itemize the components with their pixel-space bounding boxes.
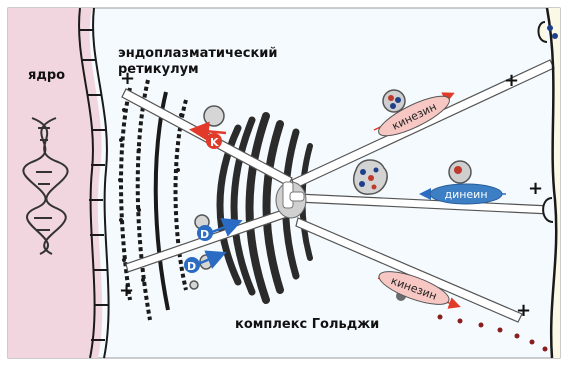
d-label-lower: D xyxy=(187,260,196,273)
centrosome xyxy=(276,182,306,218)
er-label-line1: эндоплазматический xyxy=(118,46,277,61)
dynein-label: динеин xyxy=(444,188,487,201)
cargo-blob-middle xyxy=(354,160,387,194)
nucleus-label: ядро xyxy=(28,68,65,83)
cargo-vesicle-top xyxy=(383,90,405,112)
plus-marker-kinesin-top: + xyxy=(504,70,519,91)
cargo-vesicle-dynein xyxy=(449,161,471,183)
plus-marker-kinesin-bottom: + xyxy=(516,300,531,321)
d-label-upper: D xyxy=(200,228,209,241)
k-label: K xyxy=(210,136,219,149)
er-label-line2: ретикулум xyxy=(118,62,199,77)
plus-marker-er-bottom: + xyxy=(119,280,134,301)
golgi-label: комплекс Гольджи xyxy=(235,317,379,332)
membrane-pit-middle xyxy=(543,198,553,222)
plus-marker-dynein: + xyxy=(528,178,543,199)
